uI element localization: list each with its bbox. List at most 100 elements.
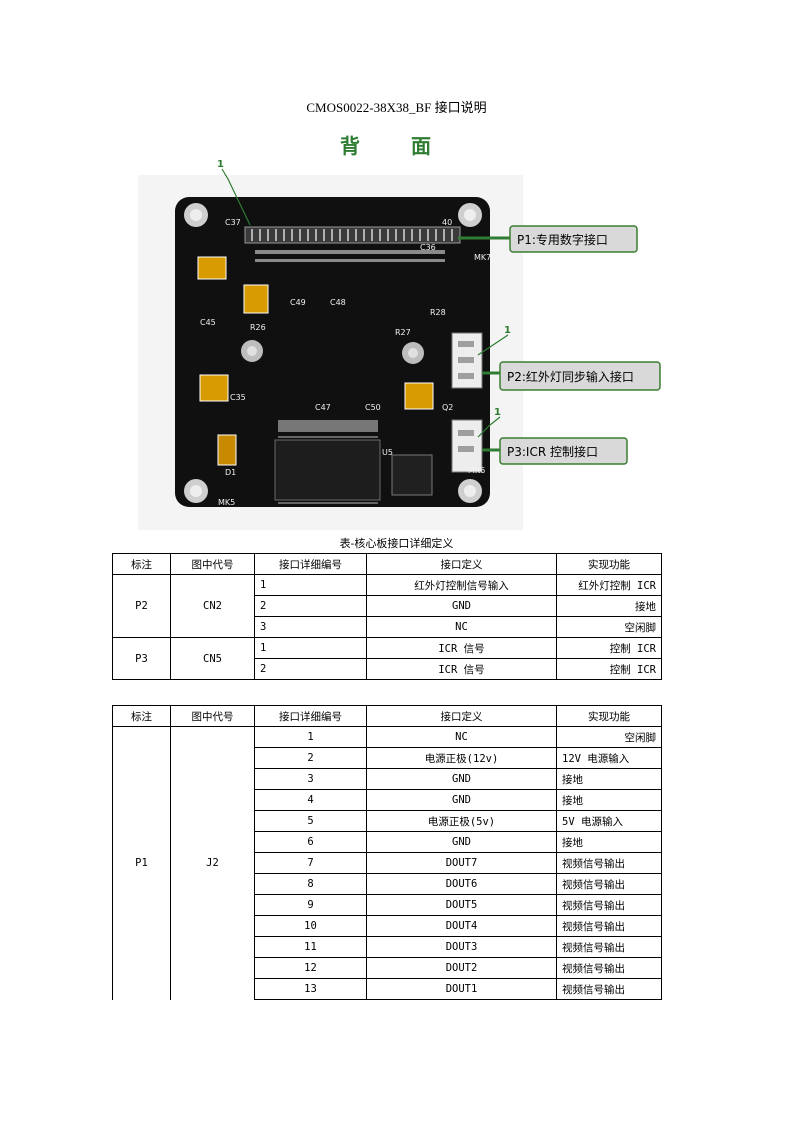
pin-no: 2 — [254, 658, 367, 680]
pin-no: 2 — [254, 595, 367, 617]
silk-c48: C48 — [330, 298, 346, 307]
silk-c37: C37 — [225, 218, 241, 227]
silk-r27: R27 — [395, 328, 411, 337]
pin-no: 2 — [254, 747, 367, 769]
header-function: 实现功能 — [556, 705, 662, 727]
pin-no: 1 — [254, 637, 367, 659]
table-header-row: 标注 图中代号 接口详细编号 接口定义 实现功能 — [112, 705, 662, 727]
interface-table-p1: 标注 图中代号 接口详细编号 接口定义 实现功能 P1 J2 1 NC 空闲脚 … — [112, 705, 662, 1000]
group-label: P2 — [112, 574, 171, 638]
pin-function: 视频信号输出 — [556, 978, 662, 1000]
silk-r28: R28 — [430, 308, 446, 317]
document-title: CMOS0022-38X38_BF 接口说明 — [306, 100, 487, 115]
pin-no: 10 — [254, 915, 367, 937]
interface-table-p2-p3: 标注 图中代号 接口详细编号 接口定义 实现功能 P2 CN2 1 红外灯控制信… — [112, 553, 662, 680]
pin-function: 视频信号输出 — [556, 957, 662, 979]
group-code: CN2 — [170, 574, 255, 638]
silk-c35: C35 — [230, 393, 246, 402]
silk-c47: C47 — [315, 403, 331, 412]
table-row: 10 DOUT4 视频信号输出 — [113, 915, 662, 937]
pin-definition: GND — [366, 831, 557, 853]
pin-function: 空闲脚 — [556, 616, 662, 638]
table-row: 13 DOUT1 视频信号输出 — [113, 978, 662, 1000]
p1-pin1-leader — [221, 168, 251, 226]
pin-function: 接地 — [556, 789, 662, 811]
header-code: 图中代号 — [170, 553, 255, 575]
p1-connector — [244, 226, 461, 244]
pin-definition: DOUT1 — [366, 978, 557, 1000]
p2-pin1-leader — [477, 334, 509, 356]
pin-definition: ICR 信号 — [366, 658, 557, 680]
pin-no: 9 — [254, 894, 367, 916]
pin-function: 接地 — [556, 595, 662, 617]
silk-pin40: 40 — [442, 218, 452, 227]
table-row: 4 GND 接地 — [113, 789, 662, 811]
header-pin-no: 接口详细编号 — [254, 705, 367, 727]
tantalum-capacitors — [197, 256, 434, 466]
header-definition: 接口定义 — [366, 705, 557, 727]
pin-definition: NC — [366, 616, 557, 638]
pin-definition: DOUT2 — [366, 957, 557, 979]
pin-definition: GND — [366, 768, 557, 790]
back-side-heading: 背 面 — [340, 134, 453, 158]
pin-definition: NC — [366, 726, 557, 748]
header-code: 图中代号 — [170, 705, 255, 727]
silk-mk5: MK5 — [218, 498, 235, 507]
silk-c49: C49 — [290, 298, 306, 307]
silk-d1: D1 — [225, 468, 236, 477]
table-header-row: 标注 图中代号 接口详细编号 接口定义 实现功能 — [112, 553, 662, 575]
table-row: P2 CN2 1 红外灯控制信号输入 红外灯控制 ICR — [112, 574, 662, 638]
pin-function: 接地 — [556, 768, 662, 790]
p3-pin1-mark: 1 — [494, 407, 501, 418]
table-row: P1 J2 1 NC 空闲脚 — [112, 726, 662, 1000]
pin-no: 4 — [254, 789, 367, 811]
p3-callout: P3:ICR 控制接口 — [499, 437, 628, 465]
pin-function: 5V 电源输入 — [556, 810, 662, 832]
table-caption: 表-核心板接口详细定义 — [339, 537, 454, 550]
pin-definition: GND — [366, 595, 557, 617]
pin-definition: DOUT6 — [366, 873, 557, 895]
group-label: P3 — [112, 637, 171, 680]
silk-r26: R26 — [250, 323, 266, 332]
silk-q2: Q2 — [442, 403, 453, 412]
p3-callout-text: P3:ICR 控制接口 — [507, 444, 598, 459]
pin-function: 接地 — [556, 831, 662, 853]
p1-callout-text: P1:专用数字接口 — [517, 232, 608, 247]
silk-mk7: MK7 — [474, 253, 491, 262]
header-definition: 接口定义 — [366, 553, 557, 575]
pin-function: 红外灯控制 ICR — [556, 574, 662, 596]
table-row: 2 ICR 信号 控制 ICR — [113, 658, 662, 680]
p2-callout-text: P2:红外灯同步输入接口 — [507, 369, 634, 384]
pin-no: 3 — [254, 768, 367, 790]
pin-no: 1 — [254, 574, 367, 596]
table-row: 8 DOUT6 视频信号输出 — [113, 873, 662, 895]
pin-function: 控制 ICR — [556, 658, 662, 680]
pin-no: 8 — [254, 873, 367, 895]
table-row: 7 DOUT7 视频信号输出 — [113, 852, 662, 874]
silk-c45: C45 — [200, 318, 216, 327]
table-row: 12 DOUT2 视频信号输出 — [113, 957, 662, 979]
pin-function: 视频信号输出 — [556, 936, 662, 958]
pcb-board — [175, 197, 490, 507]
pin-definition: DOUT4 — [366, 915, 557, 937]
pin-no: 11 — [254, 936, 367, 958]
table-row: 6 GND 接地 — [113, 831, 662, 853]
group-code: J2 — [170, 726, 255, 1000]
pin-definition: DOUT3 — [366, 936, 557, 958]
header-function: 实现功能 — [556, 553, 662, 575]
pin-definition: 红外灯控制信号输入 — [366, 574, 557, 596]
header-pin-no: 接口详细编号 — [254, 553, 367, 575]
p3-pin1-leader — [477, 416, 501, 438]
main-ic — [274, 439, 381, 501]
silk-mk6: MK6 — [468, 466, 485, 475]
pin-definition: DOUT5 — [366, 894, 557, 916]
p1-callout: P1:专用数字接口 — [509, 225, 638, 253]
pin-no: 7 — [254, 852, 367, 874]
group-label: P1 — [112, 726, 171, 1000]
table-row: P3 CN5 1 ICR 信号 控制 ICR — [112, 637, 662, 680]
pin-no: 12 — [254, 957, 367, 979]
group-code: CN5 — [170, 637, 255, 680]
p1-pin1-mark: 1 — [217, 159, 224, 170]
pin-function: 视频信号输出 — [556, 894, 662, 916]
pin-definition: 电源正极(5v) — [366, 810, 557, 832]
